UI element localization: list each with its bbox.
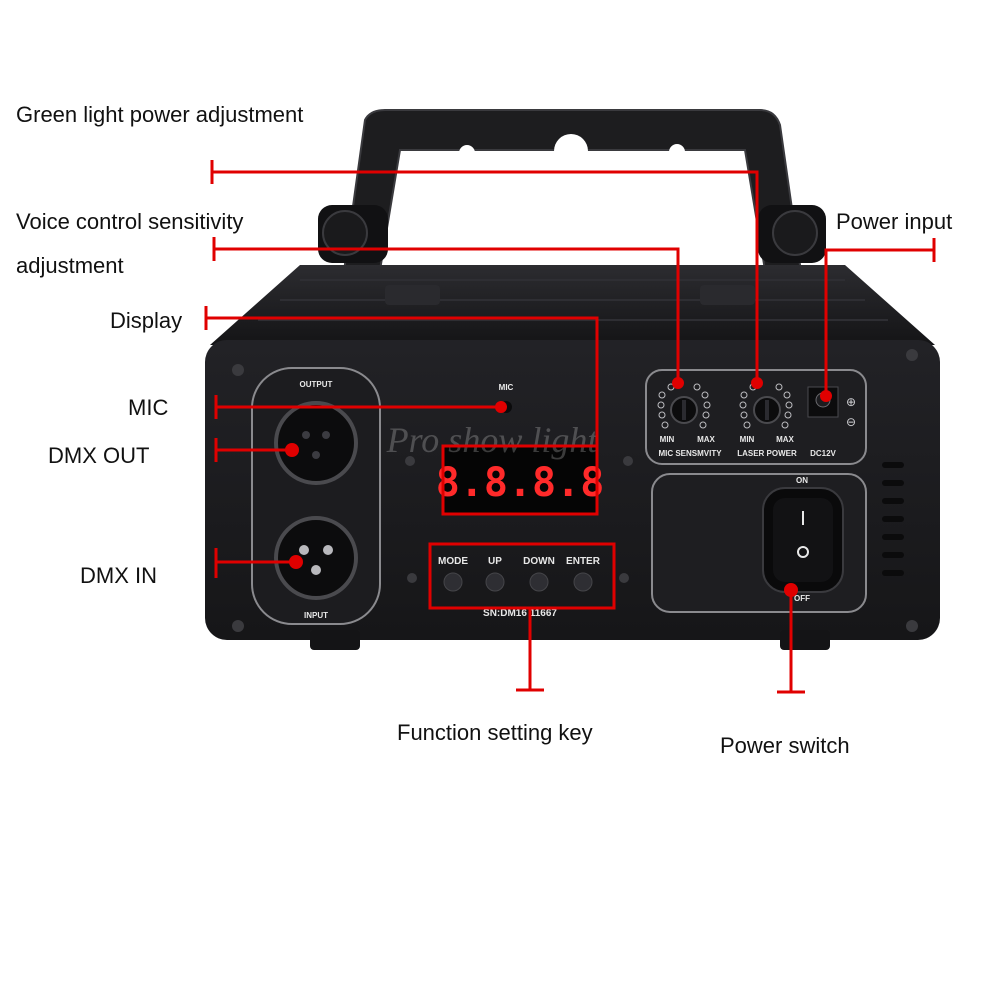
dmx-panel: OUTPUT INPUT bbox=[251, 367, 381, 625]
mic-sensitivity-knob-ring bbox=[657, 383, 711, 429]
down-button[interactable] bbox=[529, 572, 549, 592]
mic-callout: MIC bbox=[128, 395, 169, 420]
function-buttons: MODE UP DOWN ENTER SN:DM16 11667 bbox=[438, 556, 601, 619]
vent-slots bbox=[882, 462, 904, 576]
power-panel: ON OFF bbox=[651, 473, 867, 613]
switch-off-label: OFF bbox=[794, 594, 810, 603]
control-panel: MIN MAX MIC SENSMVITY MIN MAX LASER POWE… bbox=[645, 369, 867, 465]
function-key-callout: Function setting key bbox=[397, 720, 593, 745]
power-input-callout: Power input bbox=[836, 209, 953, 234]
switch-on-label: ON bbox=[796, 476, 808, 485]
display-digits: 8.8.8.8 bbox=[436, 460, 605, 506]
leader-lines bbox=[204, 160, 936, 694]
dmx-out-connector[interactable] bbox=[274, 401, 358, 485]
down-label: DOWN bbox=[523, 556, 555, 567]
polarity-icon-2: ⊖ bbox=[846, 415, 856, 429]
power-rocker-switch[interactable] bbox=[773, 498, 833, 582]
serial-number: SN:DM16 11667 bbox=[483, 608, 557, 619]
up-label: UP bbox=[488, 556, 502, 567]
knob2-caption: LASER POWER bbox=[737, 449, 797, 458]
mode-label: MODE bbox=[438, 556, 468, 567]
dmx-in-callout: DMX IN bbox=[80, 563, 157, 588]
green-power-callout: Green light power adjustment bbox=[16, 102, 304, 127]
dmx-out-callout: DMX OUT bbox=[48, 443, 150, 468]
output-label: OUTPUT bbox=[300, 380, 333, 389]
device-top bbox=[210, 265, 935, 345]
enter-button[interactable] bbox=[573, 572, 593, 592]
mounting-bracket bbox=[318, 109, 826, 301]
knob1-max: MAX bbox=[697, 435, 715, 444]
dc-label: DC12V bbox=[810, 449, 836, 458]
led-display: 8.8.8.8 bbox=[436, 445, 605, 515]
knob1-min: MIN bbox=[660, 435, 675, 444]
watermark: Pro show light bbox=[386, 420, 599, 460]
voice-control-callout-line2: adjustment bbox=[16, 253, 124, 278]
power-switch-callout: Power switch bbox=[720, 733, 850, 758]
voice-control-callout: Voice control sensitivity bbox=[16, 209, 244, 234]
enter-label: ENTER bbox=[566, 556, 601, 567]
display-callout: Display bbox=[110, 308, 183, 333]
laser-power-knob-ring bbox=[739, 383, 793, 429]
input-label: INPUT bbox=[304, 611, 328, 620]
dmx-in-connector[interactable] bbox=[274, 516, 358, 600]
mode-button[interactable] bbox=[443, 572, 463, 592]
polarity-icon: ⊕ bbox=[846, 395, 856, 409]
knob1-caption: MIC SENSMVITY bbox=[658, 449, 722, 458]
knob2-min: MIN bbox=[740, 435, 755, 444]
mic-device-label: MIC bbox=[499, 383, 514, 392]
knob2-max: MAX bbox=[776, 435, 794, 444]
up-button[interactable] bbox=[485, 572, 505, 592]
